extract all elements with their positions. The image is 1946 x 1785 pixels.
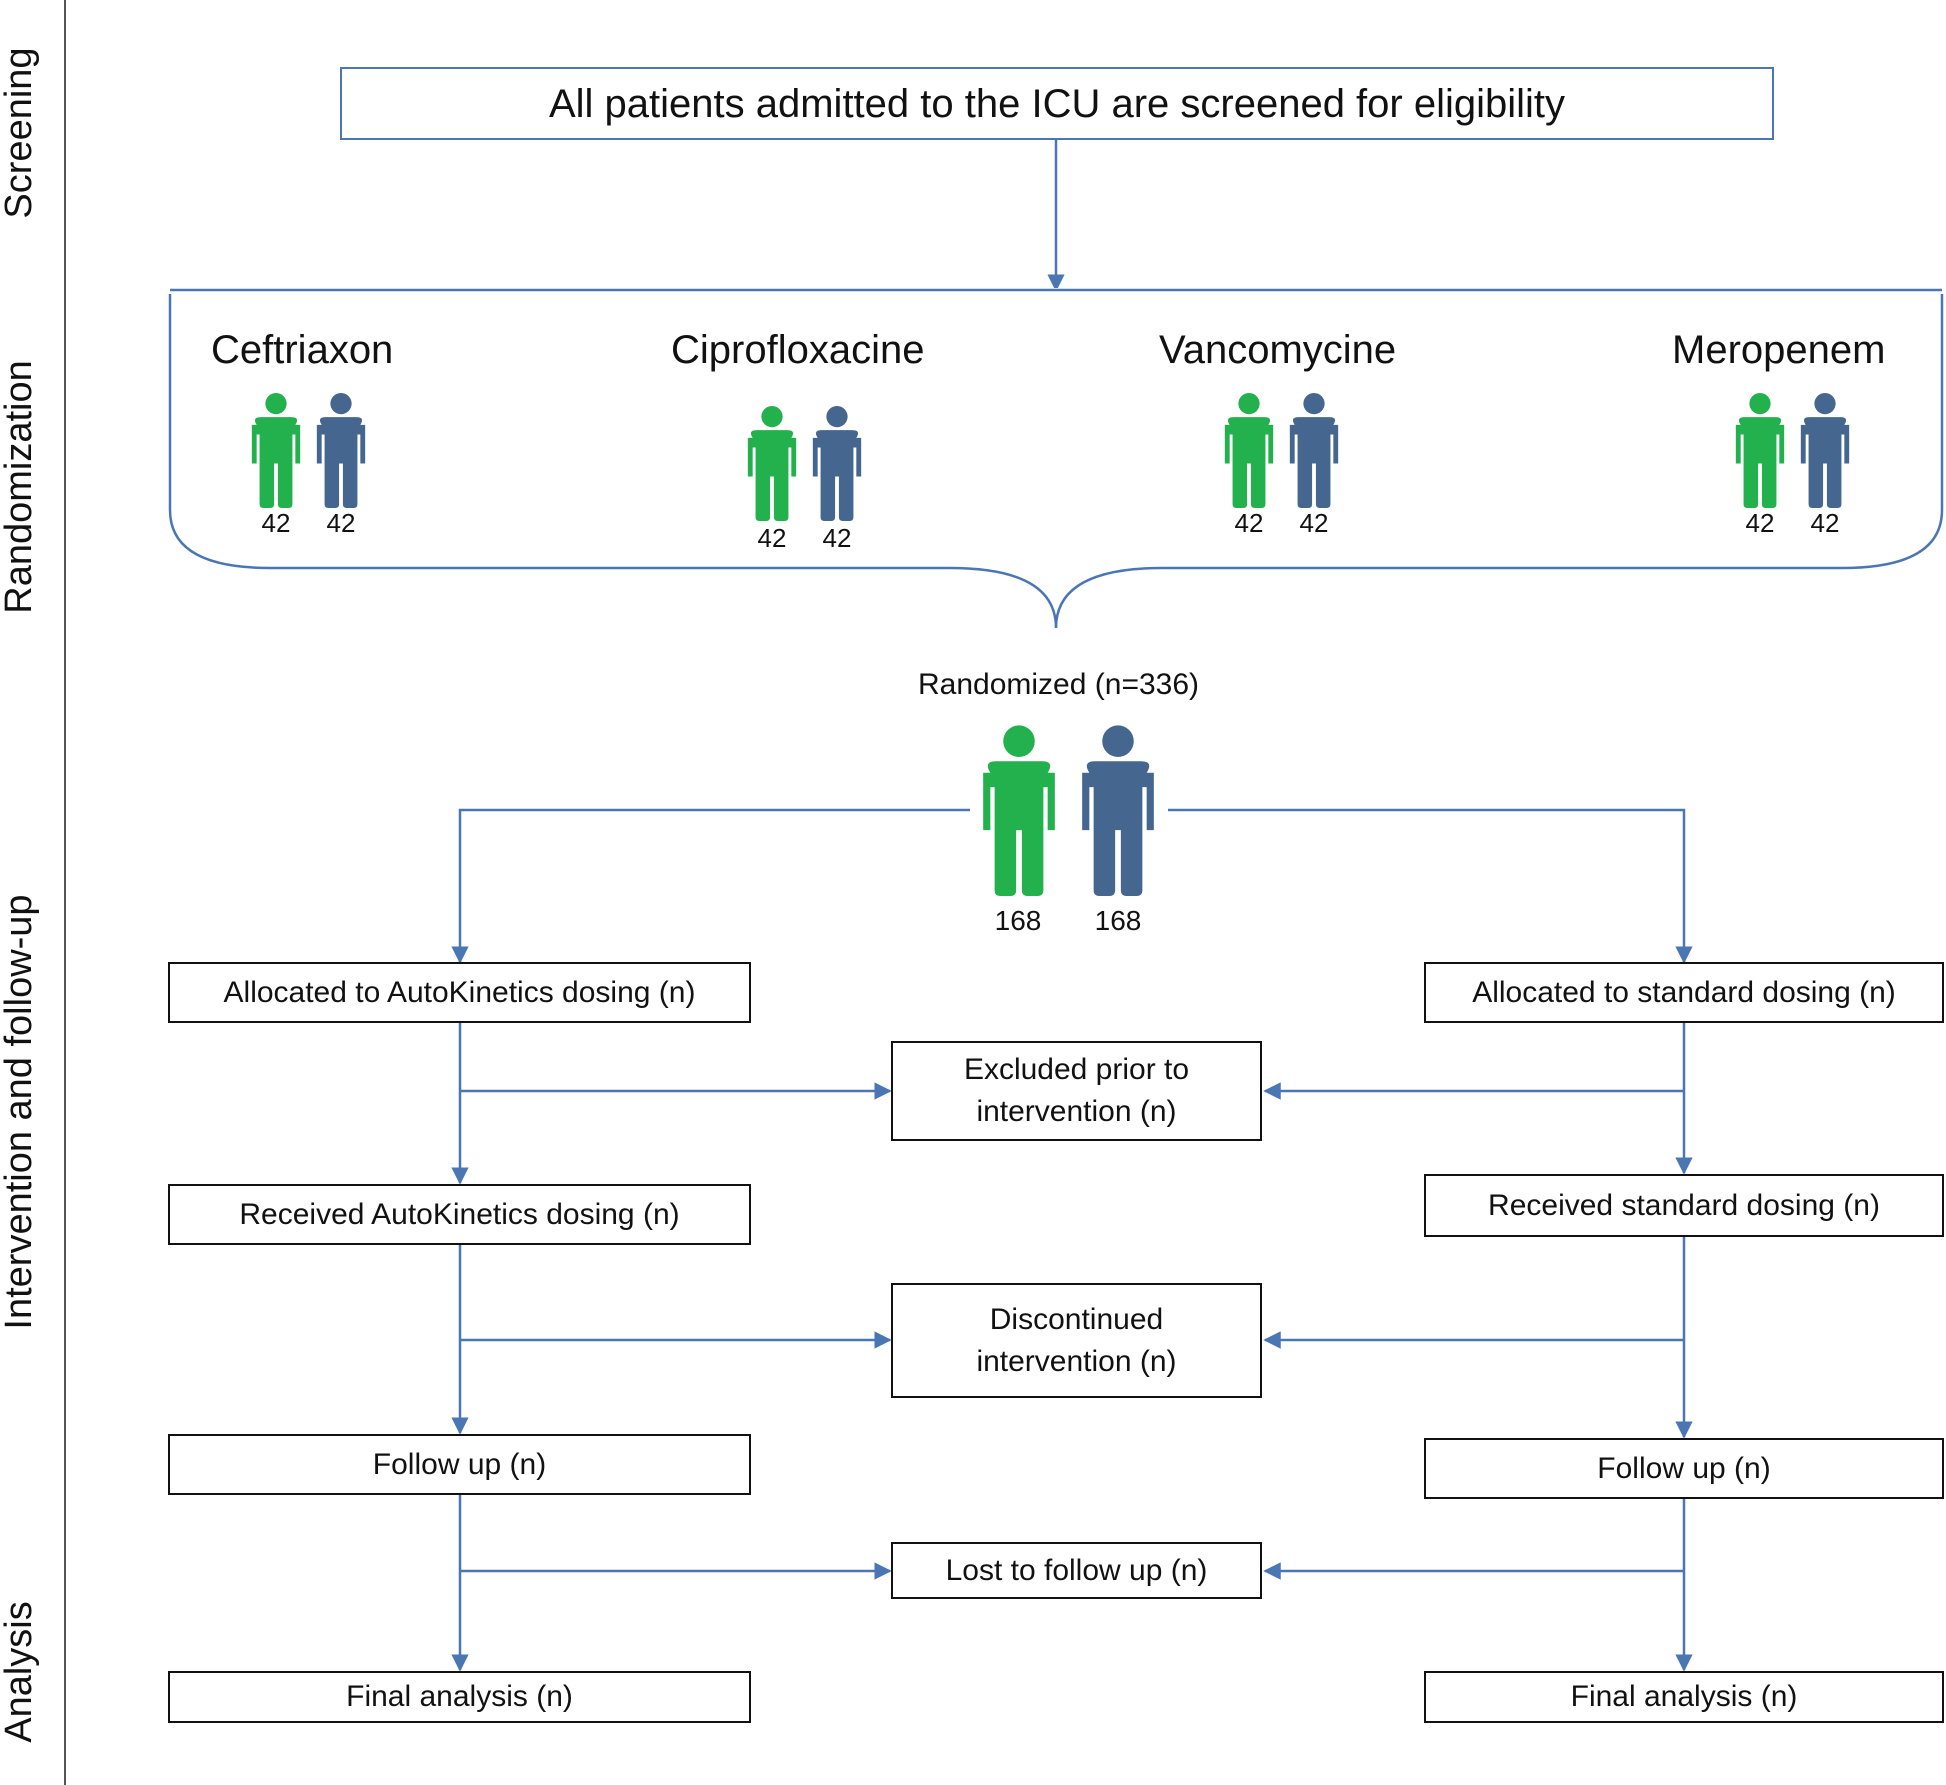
discontinued-box: Discontinued intervention (n) bbox=[891, 1283, 1262, 1398]
randomized-label: Randomized (n=336) bbox=[918, 668, 1200, 701]
phase-label-intervention: Intervention and follow-up bbox=[0, 894, 40, 1330]
count-vanco-a: 42 bbox=[1234, 508, 1264, 538]
right-final-text: Final analysis (n) bbox=[1570, 1680, 1798, 1713]
count-cipro-b: 42 bbox=[822, 523, 852, 553]
person-icon-randomized-a bbox=[983, 725, 1055, 896]
arrow-to-right-arm bbox=[1168, 808, 1693, 964]
left-final-text: Final analysis (n) bbox=[346, 1680, 573, 1713]
lost-box: Lost to follow up (n) bbox=[891, 1542, 1262, 1599]
left-followup-text: Follow up (n) bbox=[372, 1447, 547, 1481]
screening-text: All patients admitted to the ICU are scr… bbox=[548, 81, 1566, 126]
lost-text: Lost to follow up (n) bbox=[945, 1553, 1208, 1587]
count-cipro-a: 42 bbox=[757, 523, 787, 553]
excluded-text-line1: Excluded prior to bbox=[963, 1053, 1190, 1086]
drug-label-vancomycine: Vancomycine bbox=[1159, 328, 1397, 372]
phase-label-analysis: Analysis bbox=[0, 1601, 40, 1743]
person-icon-ceftriaxon-a bbox=[251, 392, 301, 508]
person-icon-cipro-a bbox=[747, 405, 797, 521]
excluded-text-line2: intervention (n) bbox=[976, 1095, 1177, 1128]
right-followup-box: Follow up (n) bbox=[1424, 1438, 1944, 1499]
discontinued-text-line2: intervention (n) bbox=[976, 1344, 1177, 1378]
randomized-count-a: 168 bbox=[994, 905, 1042, 936]
right-received-text: Received standard dosing (n) bbox=[1488, 1188, 1880, 1222]
person-icon-ceftriaxon-b bbox=[316, 392, 366, 508]
right-final-box: Final analysis (n) bbox=[1424, 1671, 1944, 1723]
left-allocated-text: Allocated to AutoKinetics dosing (n) bbox=[223, 975, 696, 1009]
phase-label-screening: Screening bbox=[0, 47, 40, 219]
right-allocated-box: Allocated to standard dosing (n) bbox=[1424, 962, 1944, 1023]
left-final-box: Final analysis (n) bbox=[168, 1671, 751, 1723]
arrow-to-left-arm bbox=[451, 808, 970, 964]
right-allocated-text: Allocated to standard dosing (n) bbox=[1472, 975, 1896, 1009]
person-icon-mero-b bbox=[1800, 392, 1850, 508]
drug-label-ceftriaxon: Ceftriaxon bbox=[211, 328, 394, 372]
right-received-box: Received standard dosing (n) bbox=[1424, 1174, 1944, 1237]
screening-box: All patients admitted to the ICU are scr… bbox=[340, 67, 1774, 140]
randomized-count-b: 168 bbox=[1094, 905, 1142, 936]
count-mero-b: 42 bbox=[1810, 508, 1840, 538]
excluded-box: Excluded prior to intervention (n) bbox=[891, 1041, 1262, 1141]
person-icon-randomized-b bbox=[1082, 725, 1154, 896]
count-vanco-b: 42 bbox=[1299, 508, 1329, 538]
randomization-brace bbox=[168, 288, 1944, 629]
person-icon-cipro-b bbox=[812, 405, 862, 521]
phase-label-randomization: Randomization bbox=[0, 360, 40, 614]
count-ceftriaxon-b: 42 bbox=[326, 508, 356, 538]
discontinued-text-line1: Discontinued bbox=[989, 1302, 1164, 1336]
count-ceftriaxon-a: 42 bbox=[261, 508, 291, 538]
left-received-box: Received AutoKinetics dosing (n) bbox=[168, 1184, 751, 1245]
person-icon-vanco-b bbox=[1289, 392, 1339, 508]
person-icon-mero-a bbox=[1735, 392, 1785, 508]
left-received-text: Received AutoKinetics dosing (n) bbox=[239, 1197, 680, 1231]
count-mero-a: 42 bbox=[1745, 508, 1775, 538]
person-icon-vanco-a bbox=[1224, 392, 1274, 508]
left-allocated-box: Allocated to AutoKinetics dosing (n) bbox=[168, 962, 751, 1023]
right-followup-text: Follow up (n) bbox=[1597, 1451, 1771, 1485]
left-followup-box: Follow up (n) bbox=[168, 1434, 751, 1495]
drug-label-ciprofloxacine: Ciprofloxacine bbox=[671, 328, 925, 372]
drug-label-meropenem: Meropenem bbox=[1672, 328, 1886, 372]
